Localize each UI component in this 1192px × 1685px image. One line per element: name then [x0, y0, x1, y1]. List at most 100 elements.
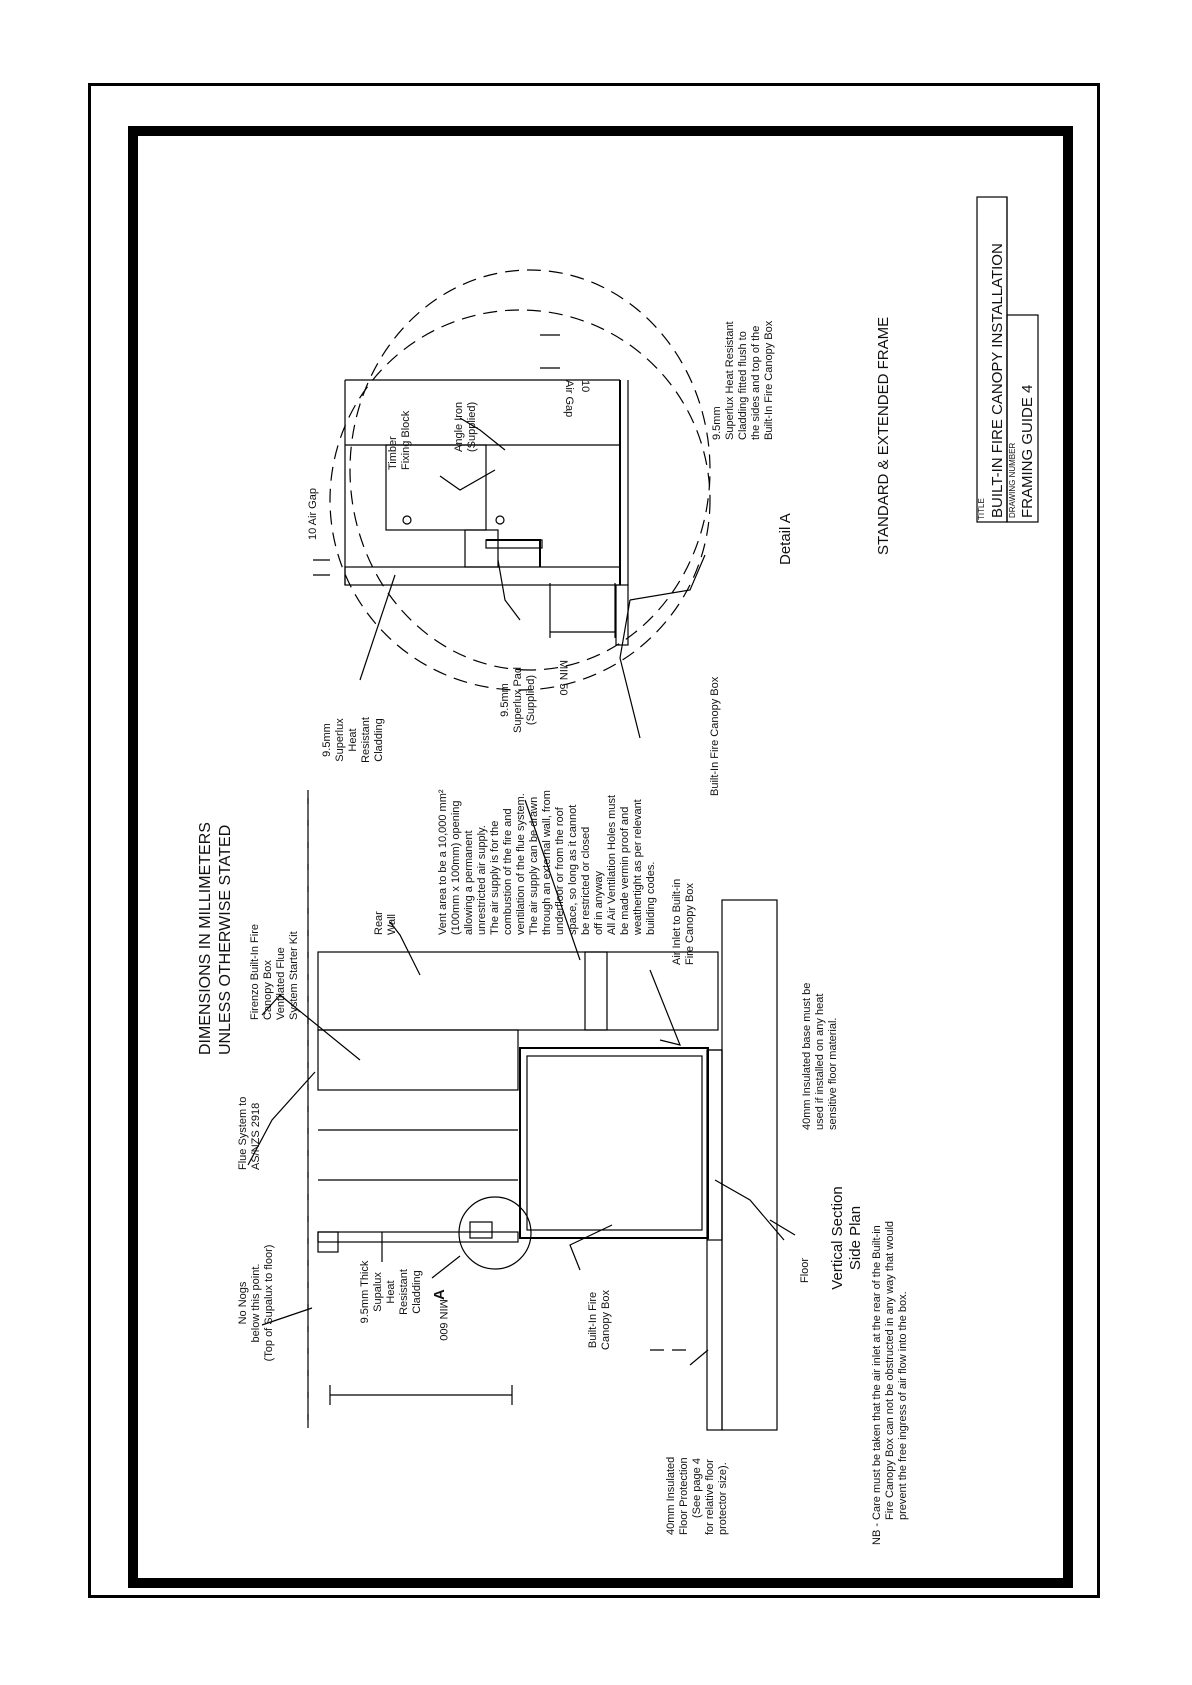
vertical-section-drawing — [247, 790, 796, 1431]
drawing-border — [128, 126, 1073, 1588]
flue-pipe — [317, 1029, 519, 1091]
svg-text:Supalux: Supalux — [372, 1272, 384, 1312]
detail-a-title: Detail A — [777, 513, 794, 565]
flue-system-note: Flue System to AS/NZS 2918 — [237, 1097, 262, 1170]
vent-note-line: ventilation of the flue system. — [515, 793, 527, 935]
min-600-label: MIN 600 — [437, 1299, 449, 1341]
vent-note-line: space, so long as it cannot — [567, 805, 579, 935]
supalux-cladding-label: 9.5mm Thick Supalux Heat Resistant Cladd… — [359, 1260, 423, 1323]
air-inlet-vent — [584, 951, 608, 1031]
svg-text:Cladding: Cladding — [411, 1270, 423, 1313]
vent-note-line: underfloor or from the roof — [554, 806, 566, 935]
air-gap-right-number: 10 — [579, 380, 591, 392]
insulated-base-note: 40mm Insulated base must be used if inst… — [801, 983, 839, 1130]
superlux-cladding-label: 9.5mm Superlux Heat Resistant Cladding — [321, 717, 385, 763]
vent-note-line: Vent area to be a 10,000 mm² — [437, 789, 449, 935]
svg-text:Ventilated Flue: Ventilated Flue — [275, 947, 287, 1020]
vent-note-line: The air supply can be drawn — [528, 797, 540, 935]
floor-label: Floor — [799, 1258, 811, 1283]
superlux-pad-label: 9.5mm Superlux Pad (Supplied) — [499, 667, 537, 733]
dimensions-note-line2: UNLESS OTHERWISE STATED — [217, 825, 234, 1055]
drawing-number: FRAMING GUIDE 4 — [1019, 385, 1036, 518]
detail-a-marker-circle — [458, 1196, 532, 1270]
svg-text:9.5mm Thick: 9.5mm Thick — [359, 1260, 371, 1323]
dimensions-note-line1: DIMENSIONS IN MILLIMETERS — [197, 822, 214, 1055]
vent-note-line: combustion of the fire and — [502, 808, 514, 935]
supalux-cladding — [317, 1231, 519, 1243]
vent-note-line: The air supply is for the — [489, 821, 501, 935]
page-border — [88, 83, 1100, 1598]
vent-note-line: building codes. — [645, 862, 657, 935]
svg-text:protector size).: protector size). — [717, 1462, 729, 1535]
svg-text:Superlux Heat Resistant: Superlux Heat Resistant — [724, 321, 736, 440]
vent-note-line: be made vermin proof and — [619, 807, 631, 935]
svg-text:(Top of Supalux to floor): (Top of Supalux to floor) — [263, 1245, 275, 1362]
vent-note-line: off in anyway — [593, 870, 605, 935]
detail-a-drawing — [313, 269, 711, 739]
svg-text:Superlux Pad: Superlux Pad — [512, 667, 524, 733]
svg-text:(Supplied): (Supplied) — [525, 675, 537, 725]
air-gap-10-label: 10 Air Gap — [307, 488, 319, 540]
nb-note: NB - Care must be taken that the air inl… — [871, 1221, 909, 1545]
svg-text:Built-In Fire Canopy Box: Built-In Fire Canopy Box — [763, 320, 775, 440]
svg-text:Cladding fitted flush to: Cladding fitted flush to — [737, 331, 749, 440]
section-title-line2: Side Plan — [847, 1206, 864, 1270]
svg-text:Angle Iron: Angle Iron — [453, 402, 465, 452]
flush-cladding-note: 9.5mm Superlux Heat Resistant Cladding f… — [711, 320, 775, 440]
svg-text:Fixing Block: Fixing Block — [400, 410, 412, 470]
firenzo-kit-note: Firenzo Built-In Fire Canopy Box Ventila… — [249, 924, 300, 1020]
svg-text:40mm Insulated: 40mm Insulated — [665, 1457, 677, 1535]
superlux-cladding — [344, 566, 621, 586]
svg-text:Canopy Box: Canopy Box — [262, 960, 274, 1020]
detail-a-circle — [329, 309, 711, 691]
vent-note-line: be restricted or closed — [580, 827, 592, 935]
svg-text:Superlux: Superlux — [334, 718, 346, 762]
vent-note-line: (100mm x 100mm) opening — [450, 800, 462, 935]
air-gap-right-label: Air Gap — [563, 380, 575, 417]
vent-area-note: Vent area to be a 10,000 mm²(100mm x 100… — [437, 789, 657, 936]
svg-text:below this point.: below this point. — [250, 1264, 262, 1343]
svg-text:Floor Protection: Floor Protection — [678, 1457, 690, 1535]
svg-text:Timber: Timber — [387, 436, 399, 470]
svg-text:AS/NZS 2918: AS/NZS 2918 — [250, 1103, 262, 1170]
vent-note-line: weathertight as per relevant — [632, 799, 644, 936]
svg-text:the sides and top of the: the sides and top of the — [750, 326, 762, 440]
svg-text:Rear: Rear — [373, 911, 385, 935]
svg-text:9.5mm: 9.5mm — [321, 723, 333, 757]
svg-text:(Supplied): (Supplied) — [466, 402, 478, 452]
svg-text:for relative floor: for relative floor — [704, 1459, 716, 1535]
floor-slab — [721, 899, 778, 1431]
svg-text:Resistant: Resistant — [360, 717, 372, 763]
svg-text:Wall: Wall — [386, 914, 398, 935]
svg-text:40mm Insulated base must be: 40mm Insulated base must be — [801, 983, 813, 1130]
rear-wall-label: Rear Wall — [373, 911, 398, 935]
svg-text:System Starter Kit: System Starter Kit — [288, 931, 300, 1020]
timber-fixing-block-label: Timber Fixing Block — [387, 410, 412, 470]
canopy-box-label: Built-In Fire Canopy Box — [587, 1290, 612, 1350]
svg-text:used if installed on any heat: used if installed on any heat — [814, 994, 826, 1130]
svg-text:No Nogs: No Nogs — [237, 1281, 249, 1324]
vent-note-line: through an external wall, from — [541, 790, 553, 935]
svg-text:Built-In Fire: Built-In Fire — [587, 1292, 599, 1348]
svg-text:Flue System to: Flue System to — [237, 1097, 249, 1170]
canopy-box-outline — [519, 1047, 709, 1239]
title-block: TITLE BUILT-IN FIRE CANOPY INSTALLATION … — [976, 196, 1039, 523]
no-nogs-note: No Nogs below this point. (Top of Supalu… — [237, 1245, 275, 1362]
svg-text:9.5mm: 9.5mm — [711, 406, 723, 440]
min-50-label: MIN 50 — [557, 660, 569, 695]
vent-note-line: allowing a permanent — [463, 830, 475, 935]
angle-iron-label: Angle Iron (Supplied) — [453, 402, 478, 452]
svg-text:Fire Canopy Box can not be obs: Fire Canopy Box can not be obstructed in… — [884, 1221, 896, 1520]
title-caption: TITLE — [977, 498, 986, 520]
detail-canopy-box-label: Built-In Fire Canopy Box — [709, 676, 721, 796]
vent-note-line: unrestricted air supply. — [476, 825, 488, 935]
svg-text:Heat: Heat — [347, 728, 359, 751]
svg-text:prevent the free ingress of ai: prevent the free ingress of air flow int… — [897, 1291, 909, 1520]
svg-text:sensitive floor material.: sensitive floor material. — [827, 1018, 839, 1131]
svg-text:Heat: Heat — [385, 1280, 397, 1303]
svg-text:Air Inlet to Built-in: Air Inlet to Built-in — [671, 879, 683, 965]
svg-text:Fire Canopy Box: Fire Canopy Box — [684, 883, 696, 965]
svg-text:Cladding: Cladding — [373, 718, 385, 761]
svg-text:Canopy Box: Canopy Box — [600, 1290, 612, 1350]
